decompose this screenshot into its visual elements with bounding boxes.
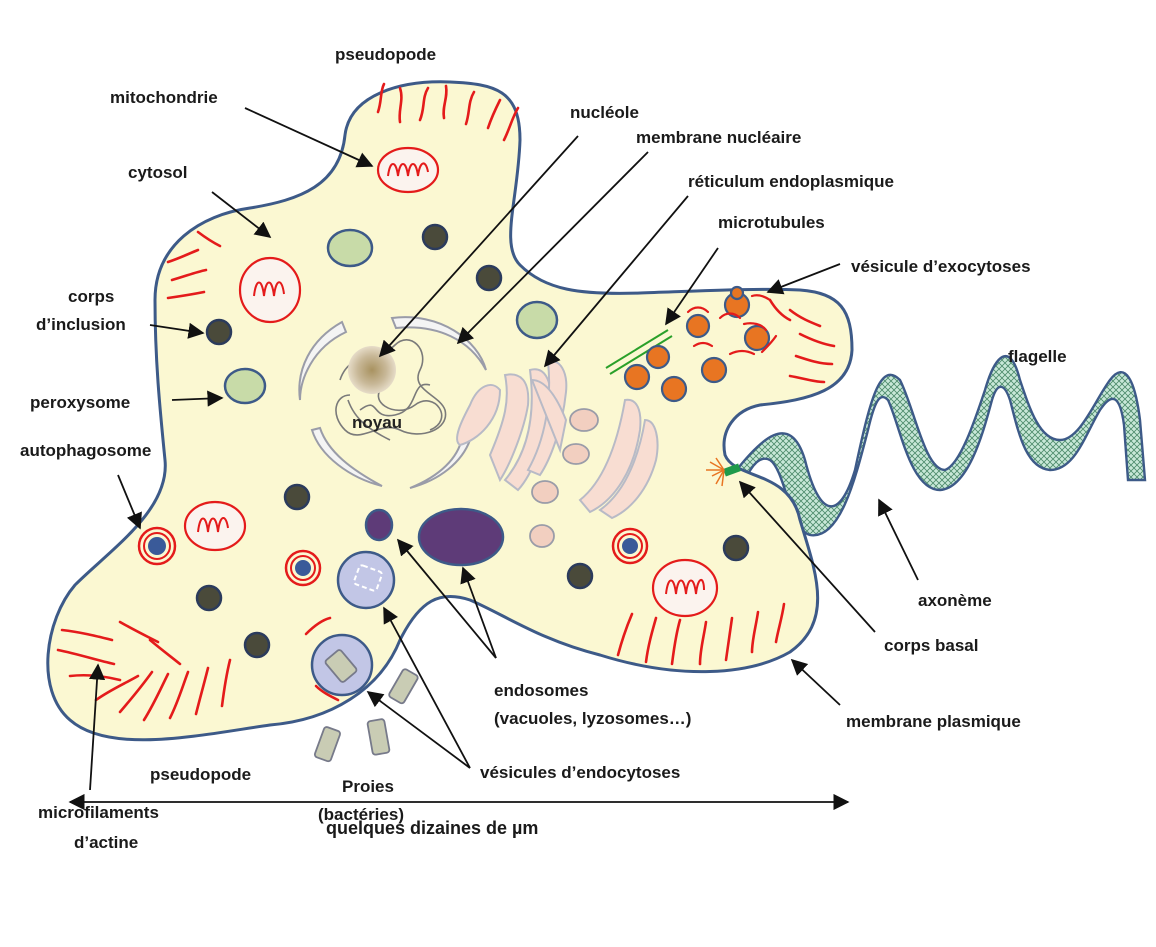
label-corps-basal: corps basal: [884, 636, 979, 655]
label-reticulum: réticulum endoplasmique: [688, 172, 894, 191]
label-proies-1: Proies: [342, 777, 394, 796]
label-vesicules-endocytose: vésicules d’endocytoses: [480, 763, 680, 782]
label-peroxysome: peroxysome: [30, 393, 130, 412]
label-corps-inclusion-1: corps: [68, 287, 114, 306]
label-axoneme: axonème: [918, 591, 992, 610]
label-autophagosome: autophagosome: [20, 441, 151, 460]
nucleus-label: noyau: [352, 413, 402, 432]
label-membrane-plasmique: membrane plasmique: [846, 712, 1021, 731]
label-microfilaments-1: microfilaments: [38, 803, 159, 822]
label-pseudopode-bottom: pseudopode: [150, 765, 251, 784]
label-mitochondrie: mitochondrie: [110, 88, 218, 107]
label-pseudopode-top: pseudopode: [335, 45, 436, 64]
mitochondrion-2: [240, 258, 300, 322]
mitochondrion-3: [185, 502, 245, 550]
label-corps-inclusion-2: d’inclusion: [36, 315, 126, 334]
mitochondrion-1: [378, 148, 438, 192]
label-endosomes-2: (vacuoles, lyzosomes…): [494, 709, 691, 728]
label-microtubules: microtubules: [718, 213, 825, 232]
label-vesicule-exocytose: vésicule d’exocytoses: [851, 257, 1031, 276]
label-flagelle: flagelle: [1008, 347, 1067, 366]
mitochondrion-4: [653, 560, 717, 616]
label-nucleole: nucléole: [570, 103, 639, 122]
label-membrane-nucleaire: membrane nucléaire: [636, 128, 801, 147]
label-cytosol: cytosol: [128, 163, 188, 182]
label-scale: quelques dizaines de µm: [326, 818, 538, 838]
label-endosomes-1: endosomes: [494, 681, 588, 700]
nucleolus: [348, 346, 396, 394]
label-microfilaments-2: d’actine: [74, 833, 138, 852]
